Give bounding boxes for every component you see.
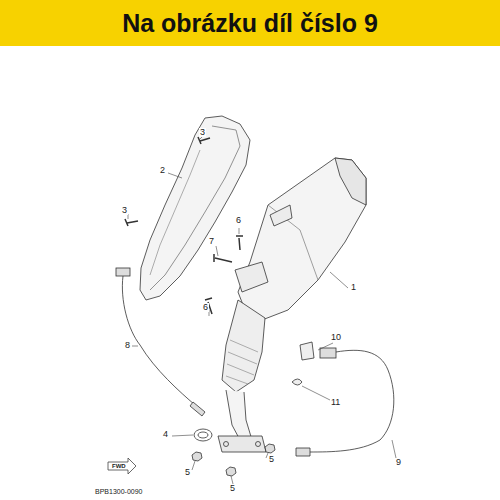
callout-number: 5: [184, 468, 191, 477]
heat-shield: [140, 116, 250, 300]
nut: [192, 452, 202, 461]
title-banner: Na obrázku díl číslo 9: [0, 0, 500, 46]
callout-number: 3: [199, 128, 206, 137]
muffler-body: [238, 158, 366, 320]
callout-number: 4: [162, 430, 169, 439]
nut: [226, 467, 236, 476]
sensor-wire: [310, 350, 394, 452]
muffler-tab: [270, 205, 292, 226]
callout-number: 7: [208, 237, 215, 246]
callout-number: 10: [330, 333, 342, 342]
callout-number: 5: [268, 455, 275, 464]
muffler-seam: [268, 205, 318, 280]
direction-mark: FWD: [111, 463, 127, 469]
callout-number: 9: [395, 458, 402, 467]
nut: [265, 444, 275, 453]
callout-number: 11: [330, 398, 341, 407]
callout-number: 1: [350, 283, 357, 292]
clip-11: [292, 379, 302, 385]
callout-number: 8: [124, 341, 131, 350]
bolt: [236, 236, 243, 250]
callout-number: 5: [229, 484, 236, 493]
heat-shield-rib: [150, 126, 240, 290]
catalyst-fins: [226, 340, 258, 384]
catalyst: [222, 300, 265, 392]
sensor-wire: [122, 276, 195, 405]
oxygen-sensor: [296, 448, 310, 456]
title-text: Na obrázku díl číslo 9: [122, 9, 378, 38]
fwd-arrow: [108, 458, 136, 474]
gasket: [194, 429, 212, 441]
bolt: [125, 219, 138, 226]
gasket: [198, 432, 208, 438]
flange-hole: [224, 442, 229, 447]
sensor-connector: [116, 268, 130, 276]
sensor-clip: [300, 342, 314, 360]
downpipe: [226, 390, 252, 440]
bolt: [198, 137, 210, 144]
muffler-bracket: [235, 262, 268, 292]
flange-hole: [256, 442, 261, 447]
exhaust-flange: [218, 436, 266, 452]
oxygen-sensor: [190, 402, 205, 416]
heat-shield-rib: [150, 150, 200, 275]
callout-number: 2: [159, 166, 166, 175]
callout-number: 3: [121, 206, 128, 215]
diagram-code: BPB1300-0090: [94, 488, 143, 495]
muffler-cap: [335, 158, 366, 205]
leader-lines: [128, 137, 396, 484]
sensor-connector: [320, 348, 336, 358]
bolt: [214, 254, 232, 262]
callout-number: 6: [235, 216, 242, 225]
callout-number: 6: [202, 303, 209, 312]
